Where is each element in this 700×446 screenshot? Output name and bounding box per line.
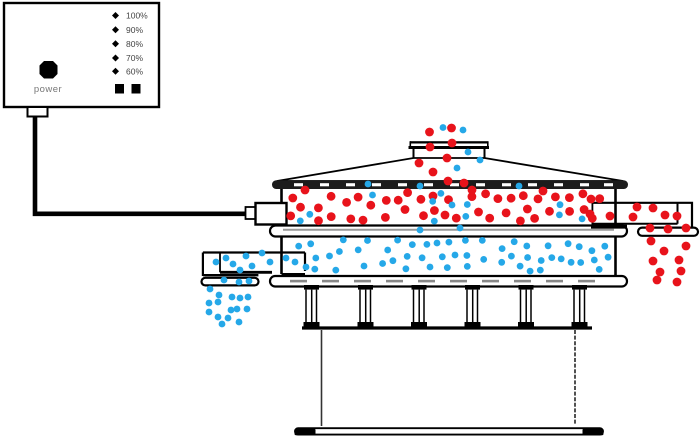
svg-text:power: power (34, 84, 62, 95)
svg-text:70%: 70% (126, 53, 143, 63)
svg-text:90%: 90% (126, 25, 143, 35)
svg-text:80%: 80% (126, 39, 143, 49)
svg-text:100%: 100% (126, 11, 148, 21)
svg-text:60%: 60% (126, 66, 143, 76)
